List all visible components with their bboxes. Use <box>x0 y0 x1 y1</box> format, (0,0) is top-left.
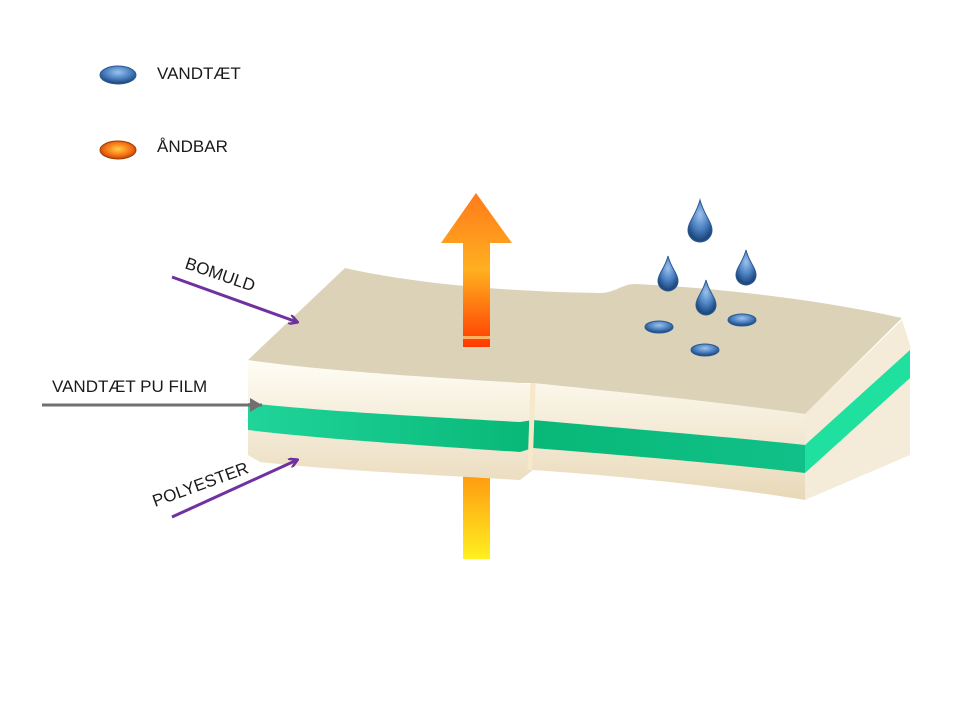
water-drop-icon <box>695 279 717 316</box>
pu-film-layer <box>248 403 805 473</box>
label-bomuld: BOMULD <box>183 254 258 296</box>
polyester-pointer-arrow <box>171 460 297 519</box>
label-vandtaet-pu-film: VANDTÆT PU FILM <box>52 377 207 396</box>
breathable-arrow-lower <box>463 475 490 559</box>
andbar-legend-icon <box>99 140 137 160</box>
legend-label-vandtaet: VANDTÆT <box>157 64 241 83</box>
water-bead-icon <box>727 313 757 327</box>
water-drop-icon <box>687 198 713 243</box>
fabric-layers <box>248 268 910 500</box>
bomuld-pointer-arrow <box>171 275 297 322</box>
water-bead-icon <box>644 320 674 334</box>
water-bead-icon <box>690 343 720 357</box>
water-drop-icon <box>735 249 757 286</box>
legend-label-andbar: ÅNDBAR <box>157 137 228 156</box>
water-drop-icon <box>657 255 679 292</box>
vandtaet-legend-icon <box>99 65 137 85</box>
breathable-arrow-up <box>441 193 512 347</box>
cotton-top-surface <box>248 268 902 414</box>
water-drops <box>644 198 757 357</box>
